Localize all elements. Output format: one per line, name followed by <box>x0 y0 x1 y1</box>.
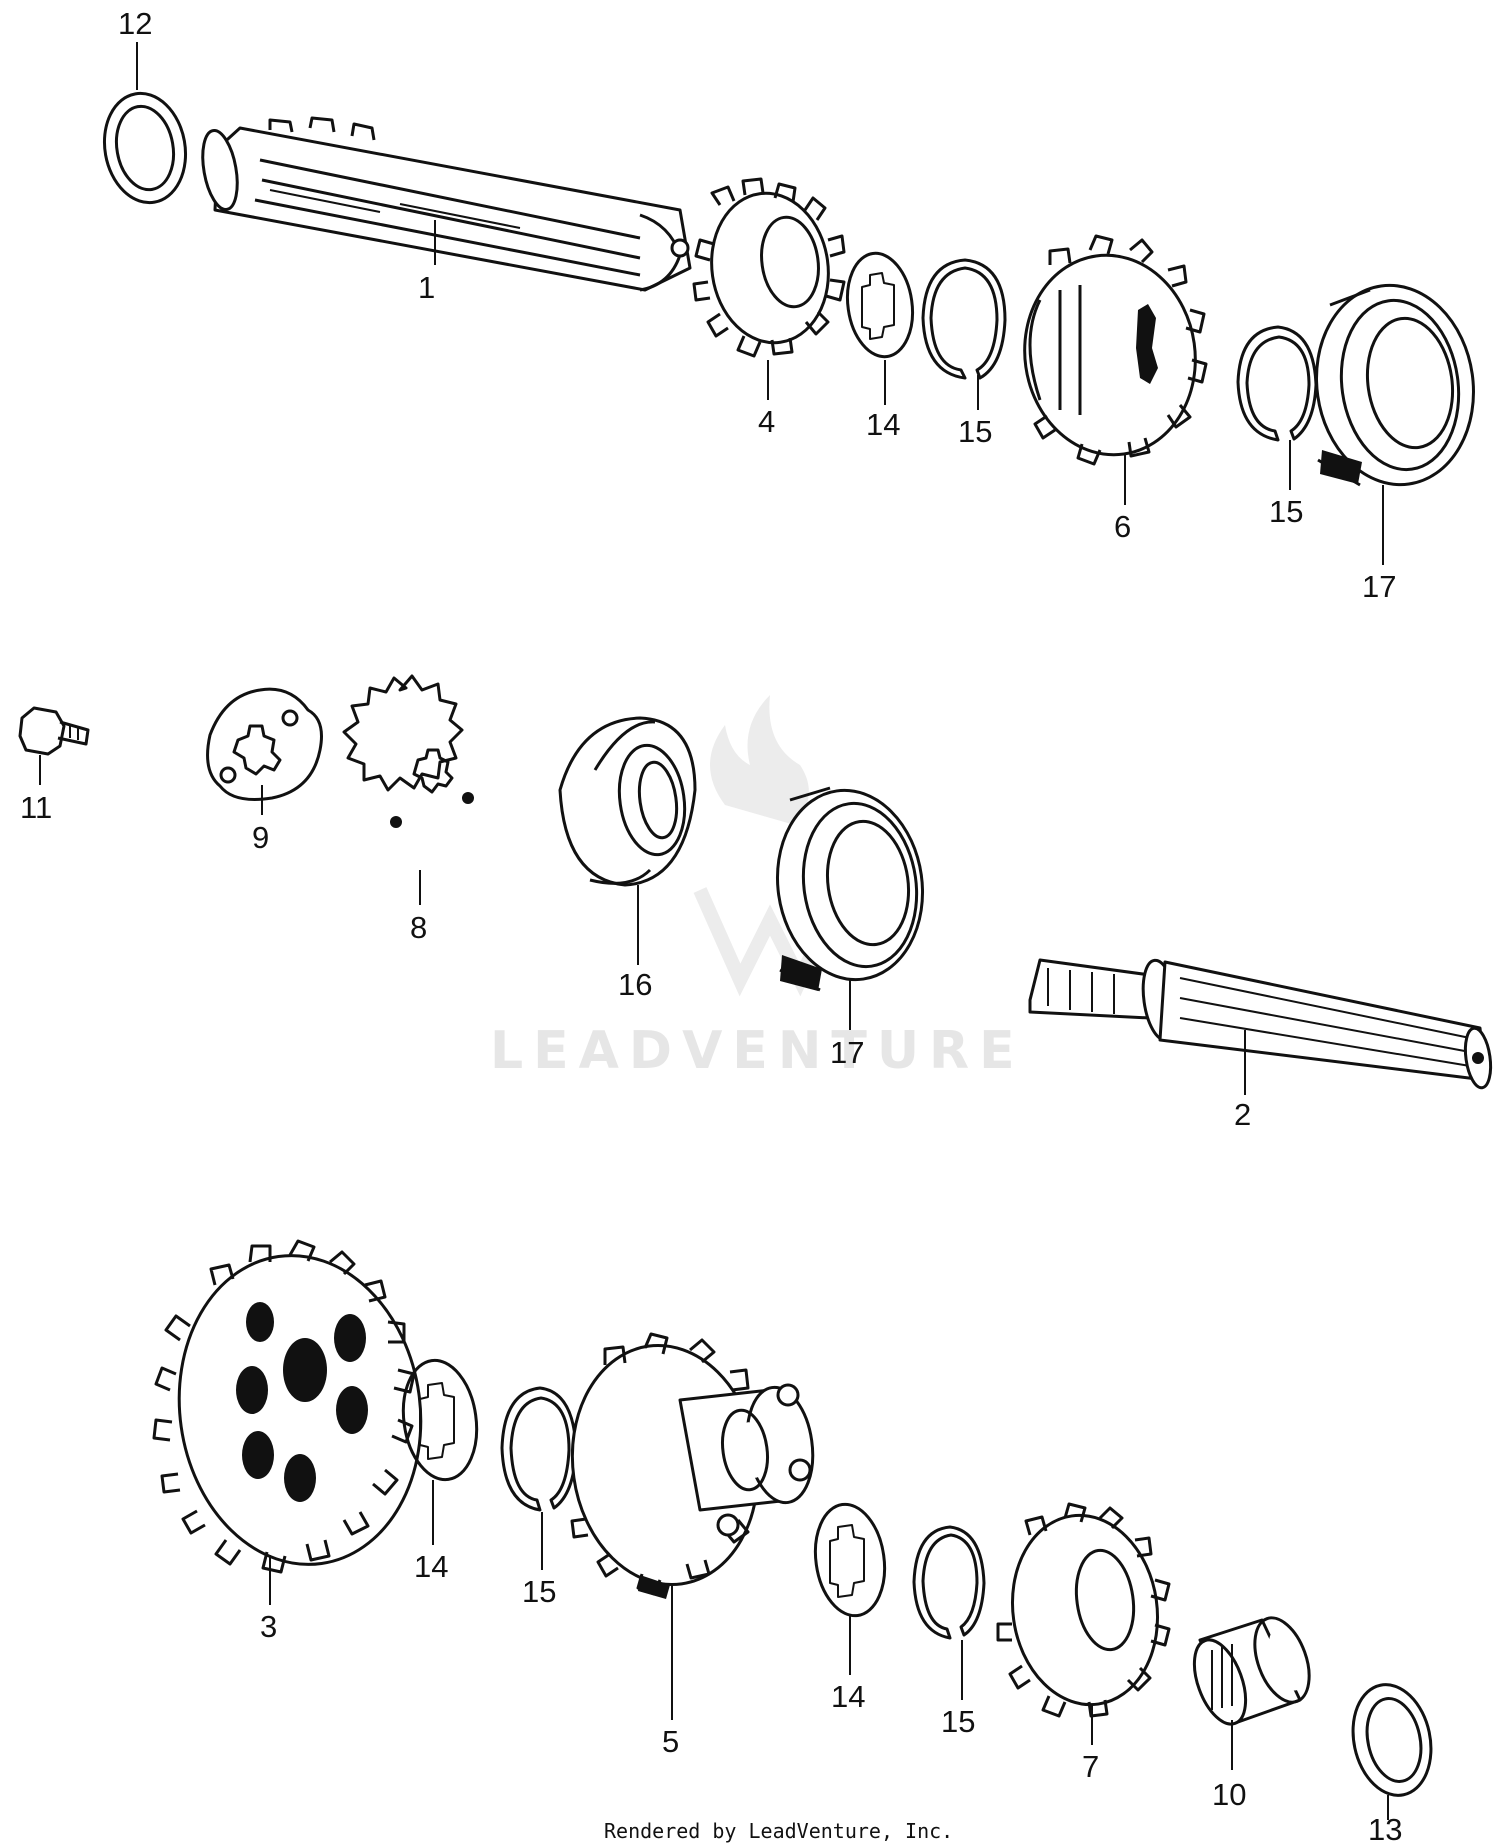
callout-15-bottom-left: 15 <box>522 1574 556 1609</box>
part-16-oil-seal[interactable] <box>558 716 697 887</box>
watermark: LEADVENTURE <box>490 695 1025 1081</box>
part-5-gear[interactable] <box>557 1332 820 1599</box>
part-12-washer[interactable] <box>96 87 194 209</box>
part-15-circlip-bottom-middle[interactable] <box>912 1525 986 1640</box>
part-11-bolt[interactable] <box>18 706 90 756</box>
callout-14-top: 14 <box>866 407 900 442</box>
callout-10: 10 <box>1212 1777 1246 1812</box>
part-7-gear[interactable] <box>996 1502 1171 1718</box>
part-3-gear[interactable] <box>152 1239 440 1580</box>
watermark-text: LEADVENTURE <box>490 1021 1025 1081</box>
part-14-spline-washer-bottom-left[interactable] <box>396 1356 484 1485</box>
part-15-circlip-right[interactable] <box>1236 325 1318 442</box>
callout-17-top: 17 <box>1362 569 1396 604</box>
callout-17-middle: 17 <box>830 1035 864 1070</box>
callout-15-top: 15 <box>958 414 992 449</box>
callout-8: 8 <box>410 910 427 945</box>
callout-9: 9 <box>252 820 269 855</box>
callout-15-right: 15 <box>1269 494 1303 529</box>
callout-13: 13 <box>1368 1812 1402 1844</box>
render-credit: Rendered by LeadVenture, Inc. <box>604 1819 953 1843</box>
callout-14-bottom-middle: 14 <box>831 1679 865 1714</box>
callout-4: 4 <box>758 404 775 439</box>
callout-14-bottom-left: 14 <box>414 1549 448 1584</box>
part-15-circlip-top[interactable] <box>921 258 1007 380</box>
part-14-spline-washer-top[interactable] <box>841 249 919 361</box>
part-4-gear[interactable] <box>692 177 846 358</box>
part-14-spline-washer-bottom-middle[interactable] <box>809 1500 892 1620</box>
callout-11: 11 <box>20 790 52 825</box>
callout-5: 5 <box>662 1724 679 1759</box>
part-9-lock-plate[interactable] <box>206 687 323 801</box>
part-6-gear[interactable] <box>1012 234 1208 466</box>
part-8-sprocket[interactable] <box>342 674 474 828</box>
callout-15-bottom-middle: 15 <box>941 1704 975 1739</box>
part-13-washer[interactable] <box>1343 1677 1441 1802</box>
callout-12: 12 <box>118 6 152 41</box>
callout-7: 7 <box>1082 1749 1099 1784</box>
part-17-bearing-top[interactable] <box>1304 275 1486 495</box>
part-10-bushing[interactable] <box>1184 1610 1319 1730</box>
part-1-mainshaft[interactable] <box>197 116 692 292</box>
callout-2: 2 <box>1234 1097 1251 1132</box>
part-15-circlip-bottom-left[interactable] <box>500 1386 578 1512</box>
part-2-countershaft[interactable] <box>1028 958 1494 1090</box>
callout-6: 6 <box>1114 509 1131 544</box>
callout-1: 1 <box>418 270 435 305</box>
callout-3: 3 <box>260 1609 277 1644</box>
leader-lines <box>39 42 1389 1820</box>
callout-16: 16 <box>618 967 652 1002</box>
part-17-bearing-middle[interactable] <box>765 781 934 992</box>
callout-labels: 12 1 4 14 15 6 15 17 11 9 8 16 17 2 3 14… <box>20 6 1402 1844</box>
